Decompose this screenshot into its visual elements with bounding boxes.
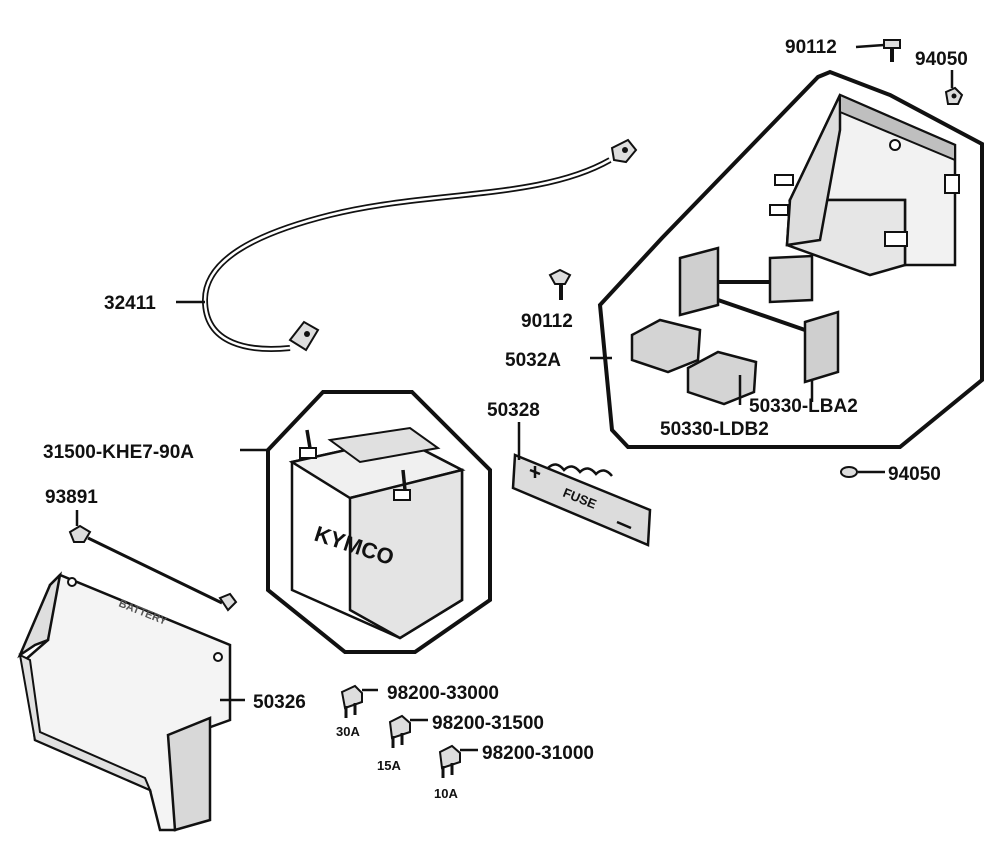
label-50330-LDB2: 50330-LDB2 <box>660 419 769 440</box>
battery-tray <box>769 93 960 277</box>
label-50328: 50328 <box>487 400 540 421</box>
rubber-pads <box>630 246 840 406</box>
label-90112-mid: 90112 <box>521 311 573 332</box>
label-31500-KHE7-90A: 31500-KHE7-90A <box>43 442 194 463</box>
label-98200-33000: 98200-33000 <box>387 683 499 704</box>
label-98200-31500: 98200-31500 <box>432 713 544 734</box>
label-94050-top: 94050 <box>915 49 968 70</box>
fuse-rating-15a: 15A <box>377 758 401 773</box>
fuse-rating-30a: 30A <box>336 724 360 739</box>
fuse-15a-icon <box>388 714 411 748</box>
nut-94050-top-icon <box>944 86 964 105</box>
label-93891: 93891 <box>45 487 98 508</box>
bolt-93891-icon <box>68 524 238 612</box>
label-32411: 32411 <box>104 293 156 314</box>
fuse-10a-icon <box>438 744 461 778</box>
fuse-strip: FUSE <box>511 453 652 547</box>
label-98200-31000: 98200-31000 <box>482 743 594 764</box>
battery-cable <box>201 138 638 352</box>
screw-90112-mid-icon <box>548 268 572 300</box>
fuse-30a-icon <box>340 684 363 718</box>
label-50326: 50326 <box>253 692 306 713</box>
screw-90112-top-icon <box>883 39 901 62</box>
nut-94050-mid-icon <box>840 466 858 478</box>
battery: KYMCO <box>288 426 466 640</box>
label-94050-mid: 94050 <box>888 464 941 485</box>
battery-cover: BATTERY <box>17 571 232 832</box>
label-50330-LBA2: 50330-LBA2 <box>749 396 858 417</box>
label-5032A: 5032A <box>505 350 561 371</box>
label-90112-top: 90112 <box>785 37 837 58</box>
fuse-rating-10a: 10A <box>434 786 458 801</box>
